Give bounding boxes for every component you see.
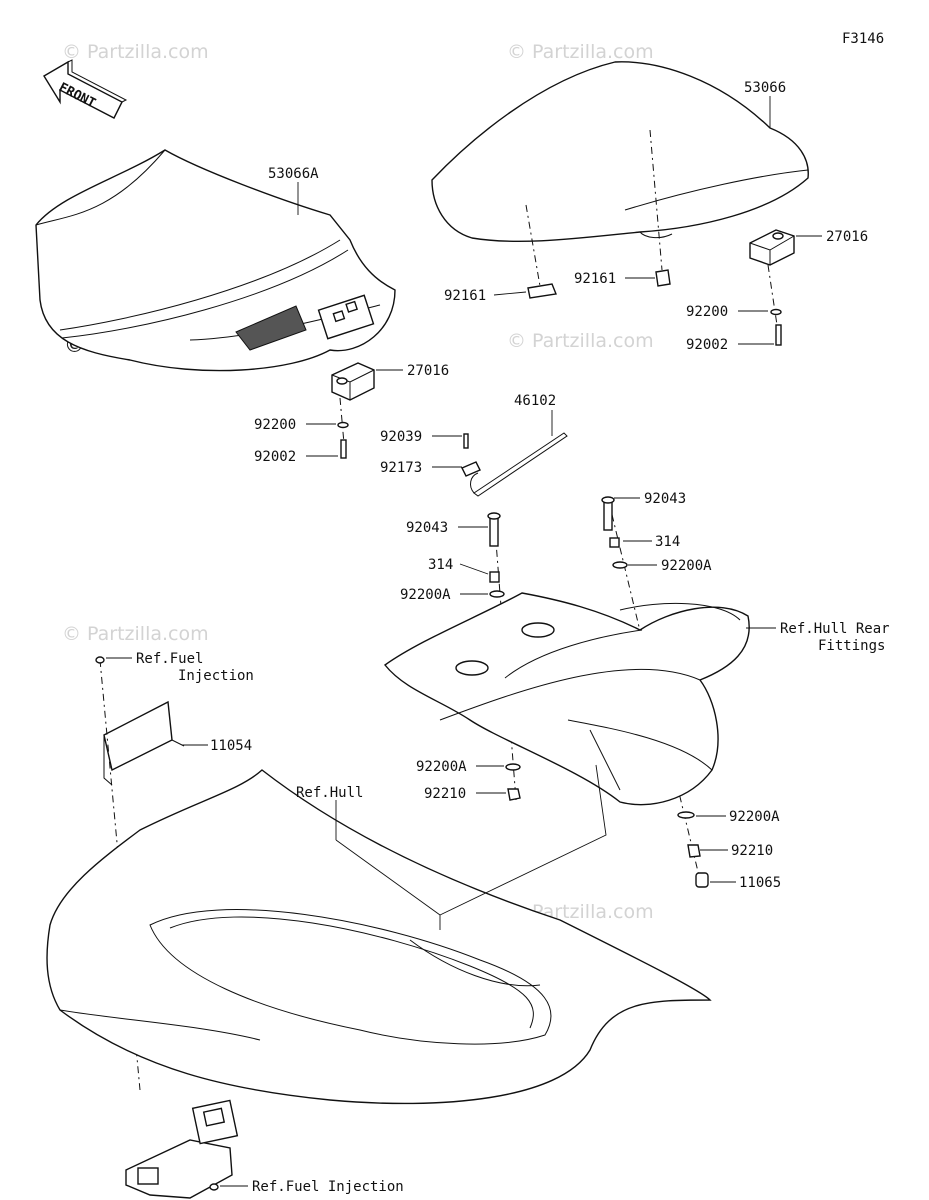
label-rod: 46102 xyxy=(514,393,556,409)
ref-fuel-injection-top-line1: Ref.Fuel xyxy=(136,651,203,667)
watermark: © Partzilla.com xyxy=(62,623,209,645)
label-stud-left: 92043 xyxy=(406,520,448,536)
fastener-rear xyxy=(767,264,782,346)
label-seat-front: 53066A xyxy=(268,166,319,182)
watermark: © Partzilla.com xyxy=(62,41,209,63)
latch-front-27016 xyxy=(331,362,375,401)
rear-deck-fitting xyxy=(383,592,750,806)
label-washer-a-left-top: 92200A xyxy=(400,587,451,603)
fastener-front xyxy=(337,397,349,459)
figure-code: F3146 xyxy=(842,31,884,47)
label-nut-right: 92210 xyxy=(731,843,773,859)
label-washer-a-right-top: 92200A xyxy=(661,558,712,574)
label-clip-left: 92161 xyxy=(444,288,486,304)
label-washer-a-right-bottom: 92200A xyxy=(729,809,780,825)
label-bracket: 11054 xyxy=(210,738,252,754)
label-latch-front: 27016 xyxy=(407,363,449,379)
clip-right-92161 xyxy=(649,129,671,287)
label-washer-a-left-bottom: 92200A xyxy=(416,759,467,775)
label-clip-right: 92161 xyxy=(574,271,616,287)
bracket-fuel-injection-bottom xyxy=(125,1099,239,1199)
ref-hull-rear-line1: Ref.Hull Rear xyxy=(780,621,890,637)
watermark: © Partzilla.com xyxy=(507,41,654,63)
stack-right xyxy=(601,496,709,888)
ref-hull-rear-line2: Fittings xyxy=(818,638,885,654)
front-seat-53066a xyxy=(35,149,396,372)
ref-labels: Ref.Fuel Injection Ref.Hull Ref.Hull Rea… xyxy=(136,621,890,1195)
label-bolt-front: 92002 xyxy=(254,449,296,465)
ref-hull: Ref.Hull xyxy=(296,785,363,801)
label-stud-right: 92043 xyxy=(644,491,686,507)
label-cap: 11065 xyxy=(739,875,781,891)
label-nut-left: 92210 xyxy=(424,786,466,802)
label-washer-front: 92200 xyxy=(254,417,296,433)
label-washer-rear: 92200 xyxy=(686,304,728,320)
watermark: © Partzilla.com xyxy=(507,330,654,352)
label-latch-rear: 27016 xyxy=(826,229,868,245)
ref-fuel-injection-bottom: Ref.Fuel Injection xyxy=(252,1179,404,1195)
clip-left-92161 xyxy=(525,204,557,299)
rear-seat-53066 xyxy=(431,61,809,243)
leader-lines xyxy=(106,96,822,1187)
front-arrow: FRONT xyxy=(43,59,128,119)
label-rod-clip: 92173 xyxy=(380,460,422,476)
label-spacer-left: 314 xyxy=(428,557,453,573)
hull xyxy=(46,769,712,1105)
latch-rear-27016 xyxy=(749,229,795,266)
part-labels: 53066A 53066 27016 27016 92200 92002 922… xyxy=(210,80,868,891)
label-seat-rear: 53066 xyxy=(744,80,786,96)
label-bolt-rear: 92002 xyxy=(686,337,728,353)
ref-fuel-injection-top-line2: Injection xyxy=(178,668,254,684)
label-spacer-right: 314 xyxy=(655,534,680,550)
rod-46102 xyxy=(461,432,568,497)
label-rod-pin: 92039 xyxy=(380,429,422,445)
